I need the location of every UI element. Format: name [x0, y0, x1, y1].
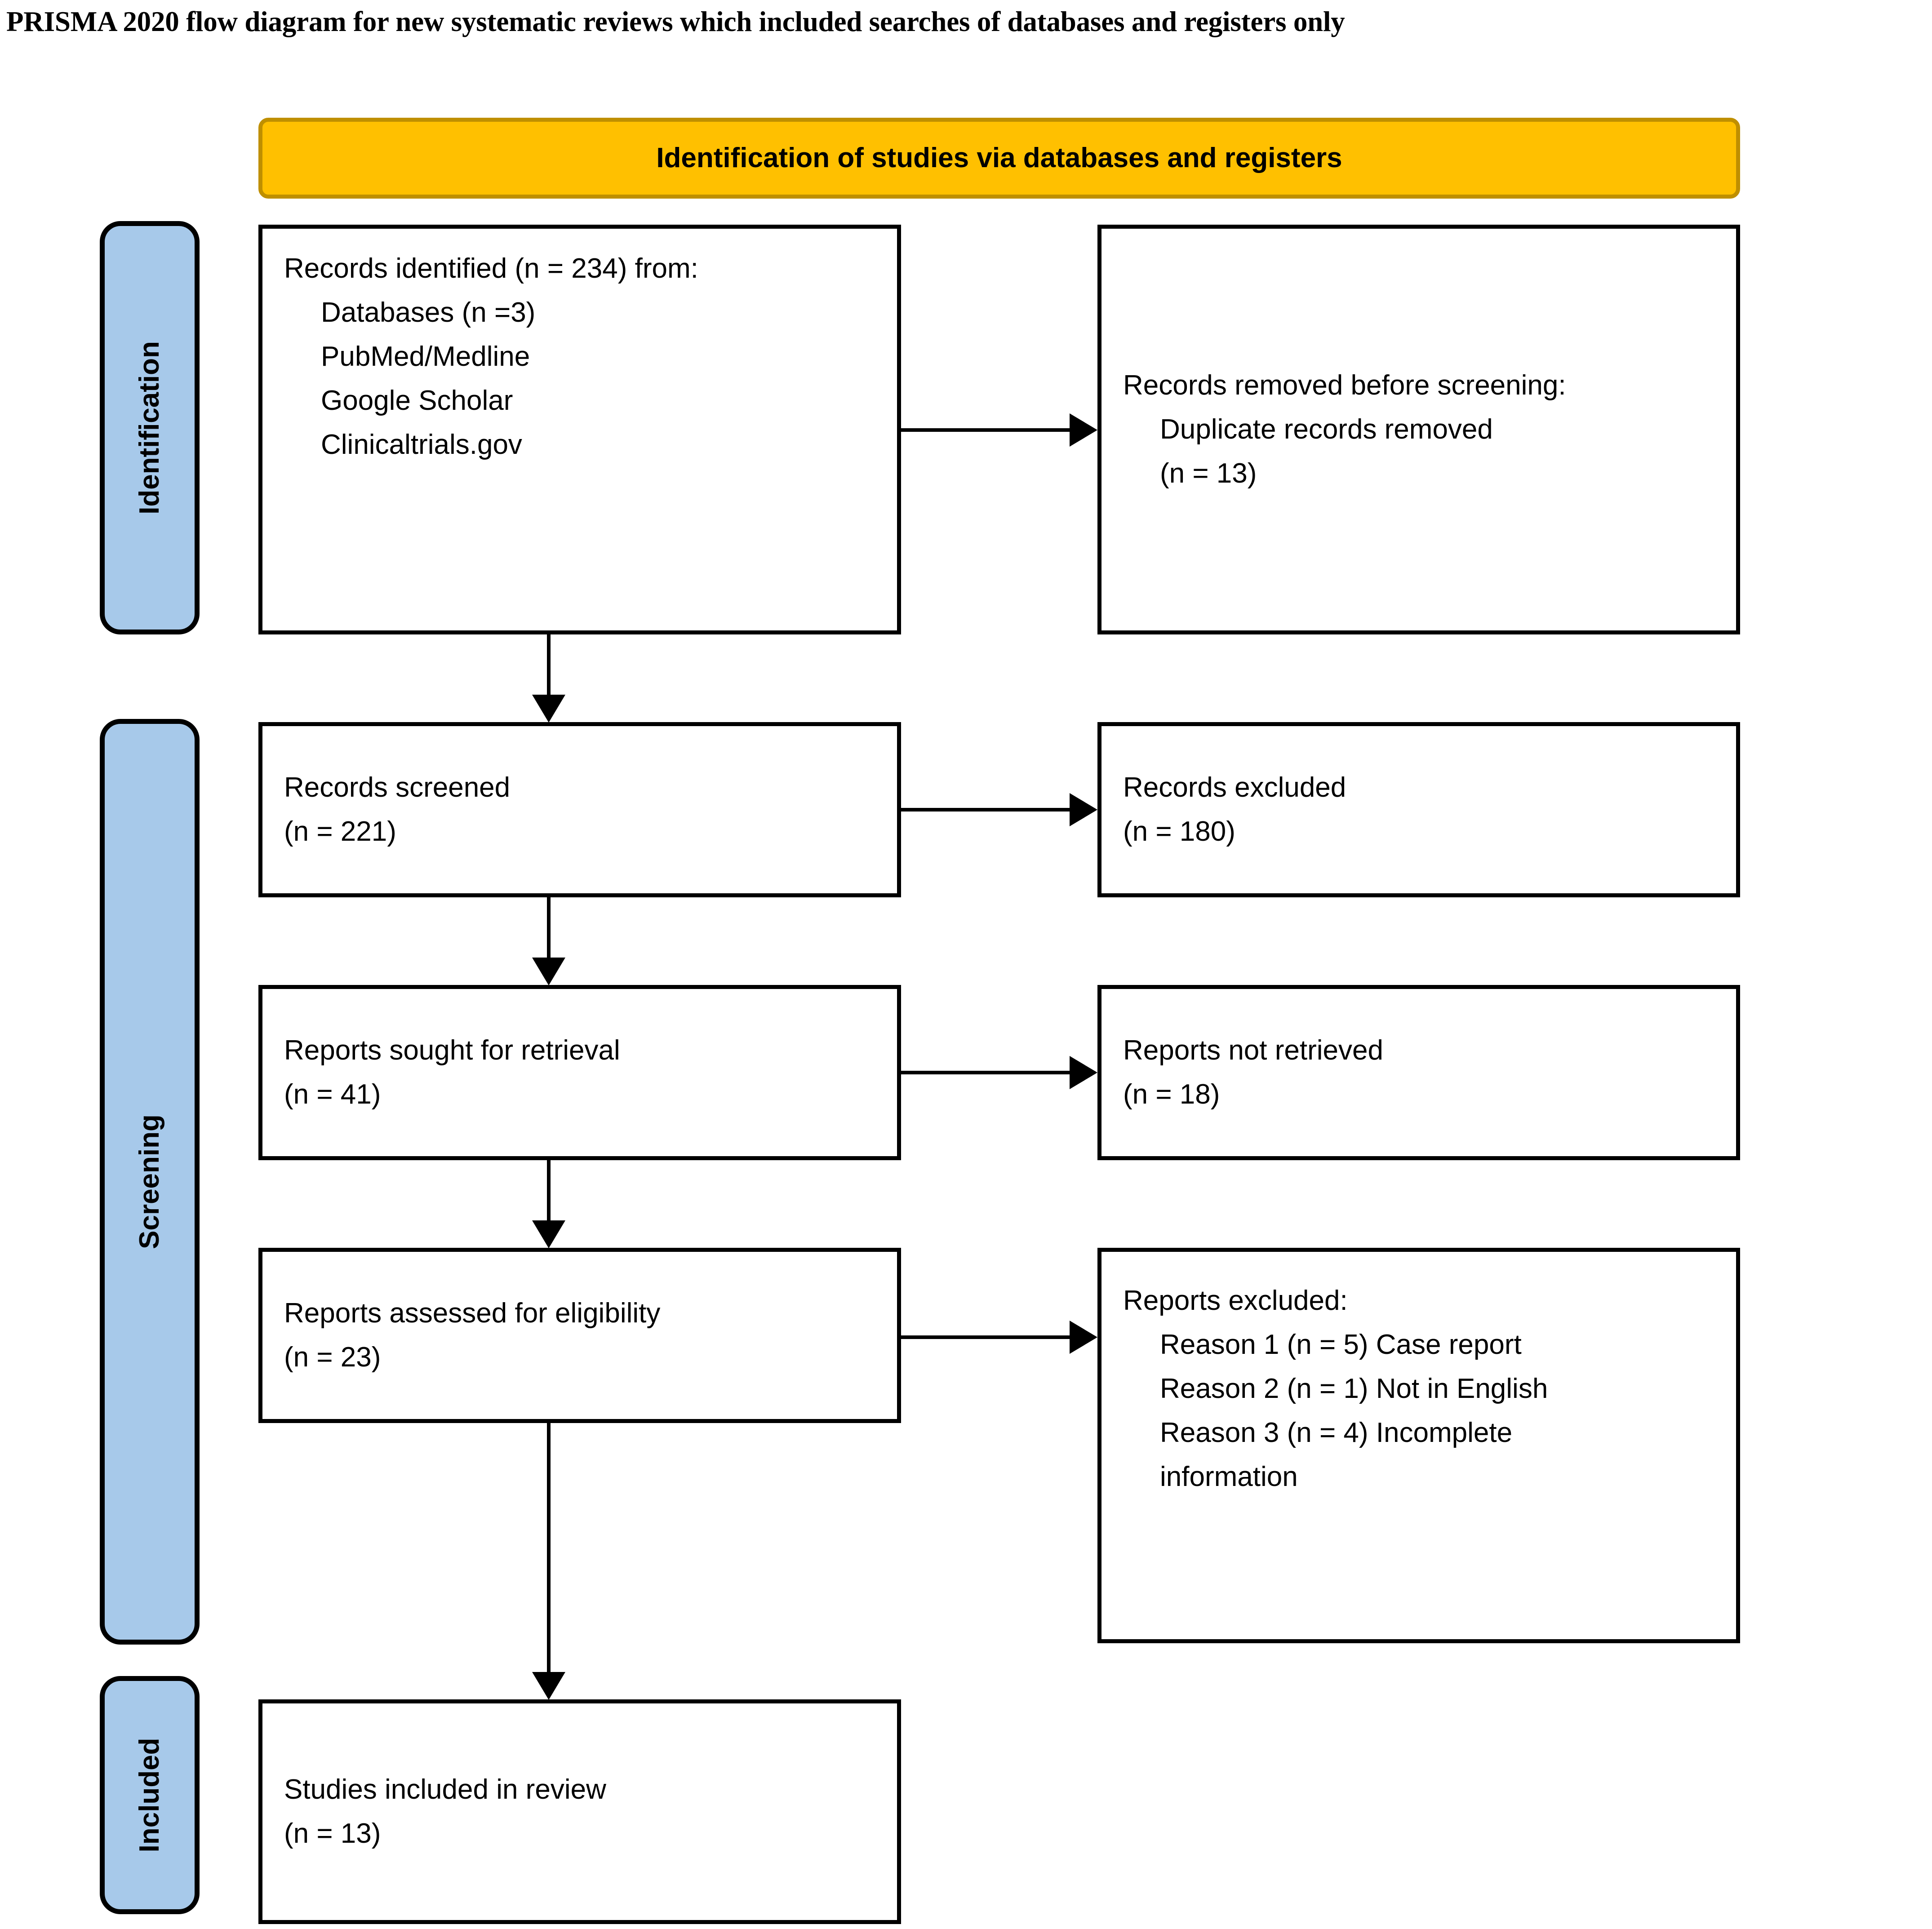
arrow-assessed-to-excluded — [1070, 1321, 1097, 1354]
box-records-identified: Records identified (n = 234) from: Datab… — [258, 225, 901, 634]
records-identified-line-0: Records identified (n = 234) from: — [284, 253, 698, 284]
connector-sought-to-not-retrieved — [901, 1071, 1070, 1074]
connector-assessed-to-excluded — [901, 1335, 1070, 1339]
reports-not-retrieved-line-1: (n = 18) — [1123, 1079, 1220, 1110]
arrow-sought-to-not-retrieved — [1070, 1056, 1097, 1089]
stage-label-included: Included — [134, 1738, 165, 1853]
connector-screened-to-excluded — [901, 808, 1070, 812]
reports-excluded-line-3: Reason 3 (n = 4) Incomplete — [1160, 1417, 1513, 1448]
connector-sought-to-assessed — [547, 1160, 551, 1223]
connector-identified-to-screened — [547, 634, 551, 697]
arrow-identified-to-removed — [1070, 413, 1097, 447]
reports-excluded-line-0: Reports excluded: — [1123, 1285, 1348, 1316]
records-identified-line-1: Databases (n =3) — [321, 297, 536, 328]
box-records-screened: Records screened (n = 221) — [258, 722, 901, 897]
records-identified-line-2: PubMed/Medline — [321, 341, 530, 372]
connector-assessed-to-included — [547, 1423, 551, 1675]
box-reports-sought: Reports sought for retrieval (n = 41) — [258, 985, 901, 1160]
reports-sought-line-1: (n = 41) — [284, 1079, 381, 1110]
box-studies-included: Studies included in review (n = 13) — [258, 1699, 901, 1924]
reports-assessed-line-0: Reports assessed for eligibility — [284, 1298, 661, 1329]
connector-identified-to-removed — [901, 428, 1070, 432]
box-reports-assessed: Reports assessed for eligibility (n = 23… — [258, 1248, 901, 1423]
records-identified-line-4: Clinicaltrials.gov — [321, 429, 522, 460]
stage-bar-screening: Screening — [100, 719, 200, 1645]
records-removed-line-0: Records removed before screening: — [1123, 370, 1566, 401]
records-screened-line-0: Records screened — [284, 772, 511, 803]
records-identified-line-3: Google Scholar — [321, 385, 513, 416]
arrow-identified-to-screened — [532, 695, 565, 723]
studies-included-line-1: (n = 13) — [284, 1818, 381, 1849]
records-excluded-line-0: Records excluded — [1123, 772, 1346, 803]
reports-excluded-line-1: Reason 1 (n = 5) Case report — [1160, 1329, 1522, 1360]
stage-label-screening: Screening — [134, 1114, 165, 1249]
arrow-screened-to-excluded — [1070, 793, 1097, 826]
stage-label-identification: Identification — [134, 341, 165, 514]
studies-included-line-0: Studies included in review — [284, 1774, 606, 1805]
identification-header-banner: Identification of studies via databases … — [258, 118, 1740, 199]
box-records-removed: Records removed before screening: Duplic… — [1097, 225, 1740, 634]
reports-sought-line-0: Reports sought for retrieval — [284, 1035, 620, 1066]
identification-header-label: Identification of studies via databases … — [656, 142, 1342, 173]
page-title: PRISMA 2020 flow diagram for new systema… — [6, 6, 1345, 37]
connector-screened-to-sought — [547, 897, 551, 960]
reports-excluded-line-2: Reason 2 (n = 1) Not in English — [1160, 1373, 1548, 1404]
stage-bar-included: Included — [100, 1676, 200, 1914]
box-reports-excluded: Reports excluded: Reason 1 (n = 5) Case … — [1097, 1248, 1740, 1643]
records-removed-line-2: (n = 13) — [1160, 458, 1257, 489]
stage-bar-identification: Identification — [100, 221, 200, 634]
arrow-assessed-to-included — [532, 1672, 565, 1700]
records-screened-line-1: (n = 221) — [284, 816, 396, 847]
box-reports-not-retrieved: Reports not retrieved (n = 18) — [1097, 985, 1740, 1160]
arrow-sought-to-assessed — [532, 1220, 565, 1248]
reports-not-retrieved-line-0: Reports not retrieved — [1123, 1035, 1383, 1066]
records-excluded-line-1: (n = 180) — [1123, 816, 1235, 847]
box-records-excluded: Records excluded (n = 180) — [1097, 722, 1740, 897]
reports-assessed-line-1: (n = 23) — [284, 1342, 381, 1373]
arrow-screened-to-sought — [532, 958, 565, 985]
reports-excluded-line-4: information — [1160, 1461, 1298, 1492]
records-removed-line-1: Duplicate records removed — [1160, 414, 1493, 445]
